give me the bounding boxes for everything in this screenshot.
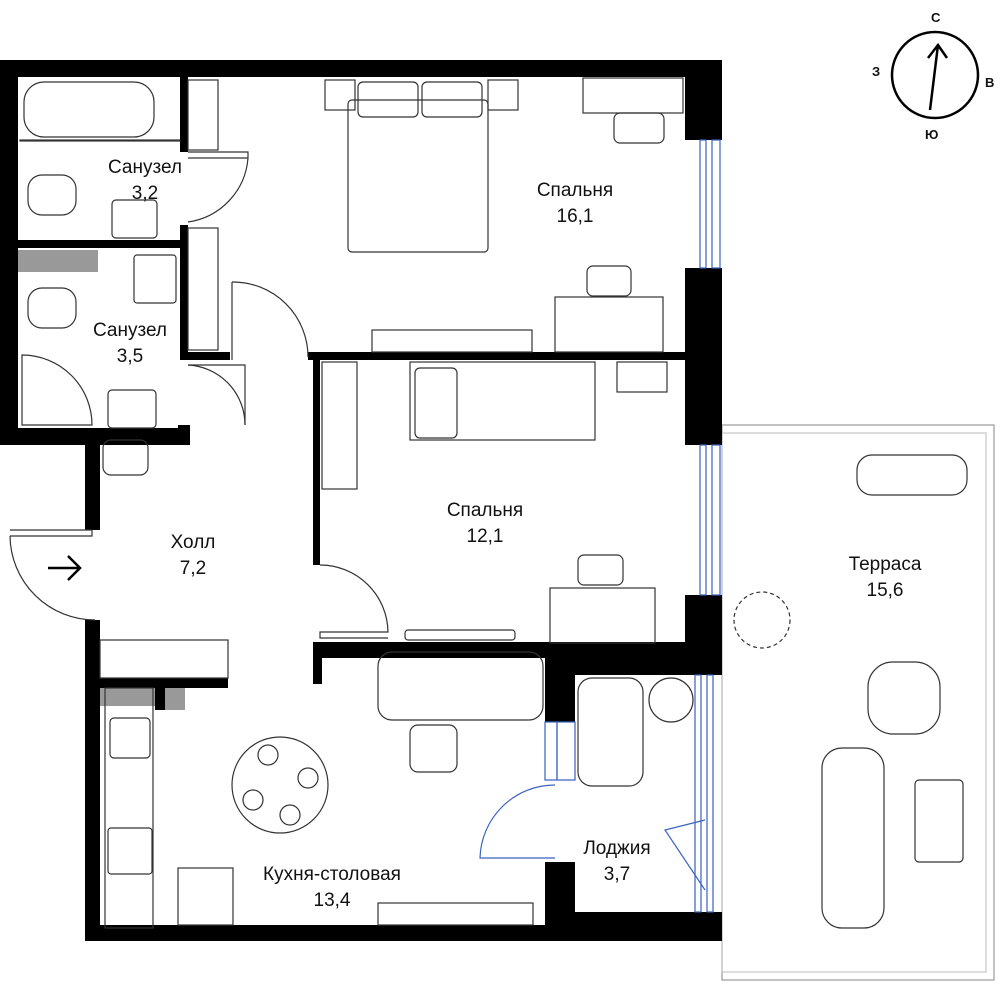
doors: [9, 151, 389, 639]
exercise-bike: [856, 454, 968, 496]
bed: [347, 99, 489, 253]
bed: [409, 361, 596, 441]
compass-icon: [890, 30, 980, 120]
terrace-outline: [721, 424, 995, 981]
sink: [107, 389, 157, 429]
armchair: [577, 677, 644, 787]
chair: [867, 661, 941, 735]
compass-east: В: [985, 75, 995, 90]
toilet: [27, 287, 77, 329]
dining-table: [231, 736, 329, 834]
outdoor-sofa: [821, 747, 885, 929]
plant: [733, 591, 791, 649]
arrow-right-icon: [48, 555, 82, 581]
desk: [554, 296, 664, 353]
washer: [133, 254, 177, 304]
compass-north: С: [931, 10, 941, 25]
toilet: [27, 174, 77, 216]
shaft: [165, 688, 185, 710]
coffee-table: [914, 779, 964, 863]
sink: [111, 199, 158, 239]
shower: [21, 354, 93, 426]
sofa: [377, 651, 544, 721]
walls: [0, 60, 722, 941]
shaft: [100, 688, 155, 706]
bathtub: [23, 81, 155, 138]
furniture: [19, 77, 968, 929]
desk: [549, 587, 656, 644]
boiler: [102, 439, 149, 476]
compass-west: З: [872, 64, 881, 79]
compass-south: Ю: [925, 127, 939, 142]
shaft: [18, 250, 98, 272]
windows: [479, 139, 721, 913]
